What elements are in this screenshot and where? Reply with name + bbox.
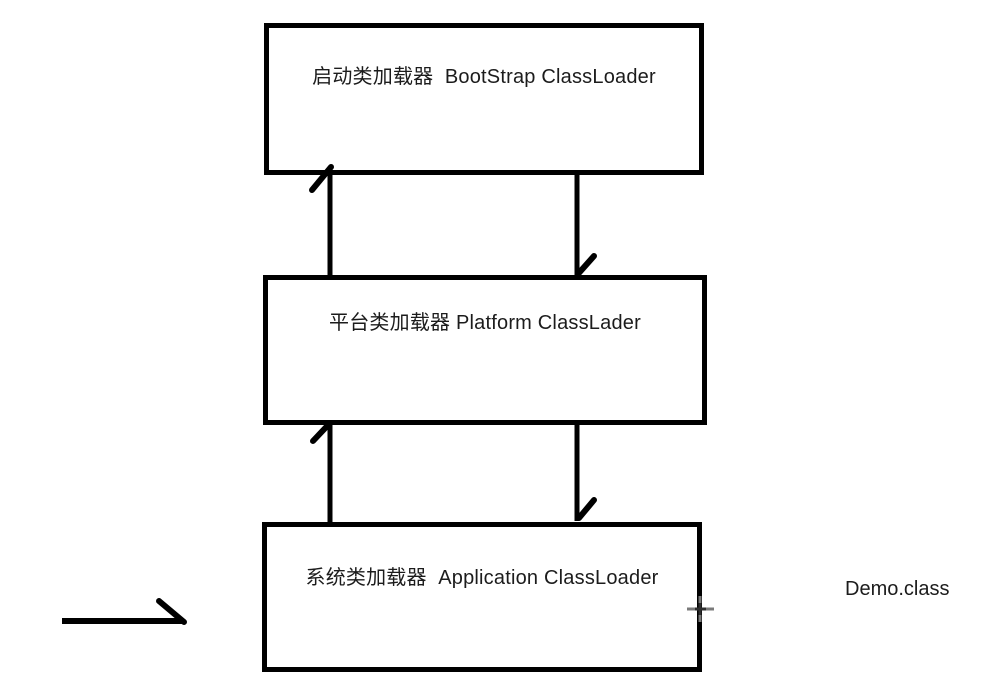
box-platform-classloader: 平台类加载器 Platform ClassLader <box>263 275 707 425</box>
arrow-up-platform-to-bootstrap <box>309 164 334 280</box>
box-application-classloader: 系统类加载器 Application ClassLoader <box>262 522 702 672</box>
arrow-down-platform-to-application <box>574 423 597 521</box>
arrowhead-down-icon <box>576 497 597 521</box>
platform-classloader-label: 平台类加载器 Platform ClassLader <box>329 312 641 334</box>
arrow-right-bottom-left <box>62 598 187 625</box>
arrowhead-up-icon <box>310 420 333 444</box>
arrow-down-bootstrap-to-platform <box>574 172 597 277</box>
arrow-up-application-to-platform <box>310 420 333 527</box>
bootstrap-classloader-label: 启动类加载器 BootStrap ClassLoader <box>312 66 656 88</box>
arrowhead-down-icon <box>575 253 597 277</box>
application-classloader-label: 系统类加载器 Application ClassLoader <box>305 567 659 589</box>
arrowhead-right-icon <box>156 598 187 625</box>
demo-class-label: Demo.class <box>845 578 950 600</box>
box-bootstrap-classloader: 启动类加载器 BootStrap ClassLoader <box>264 23 704 175</box>
